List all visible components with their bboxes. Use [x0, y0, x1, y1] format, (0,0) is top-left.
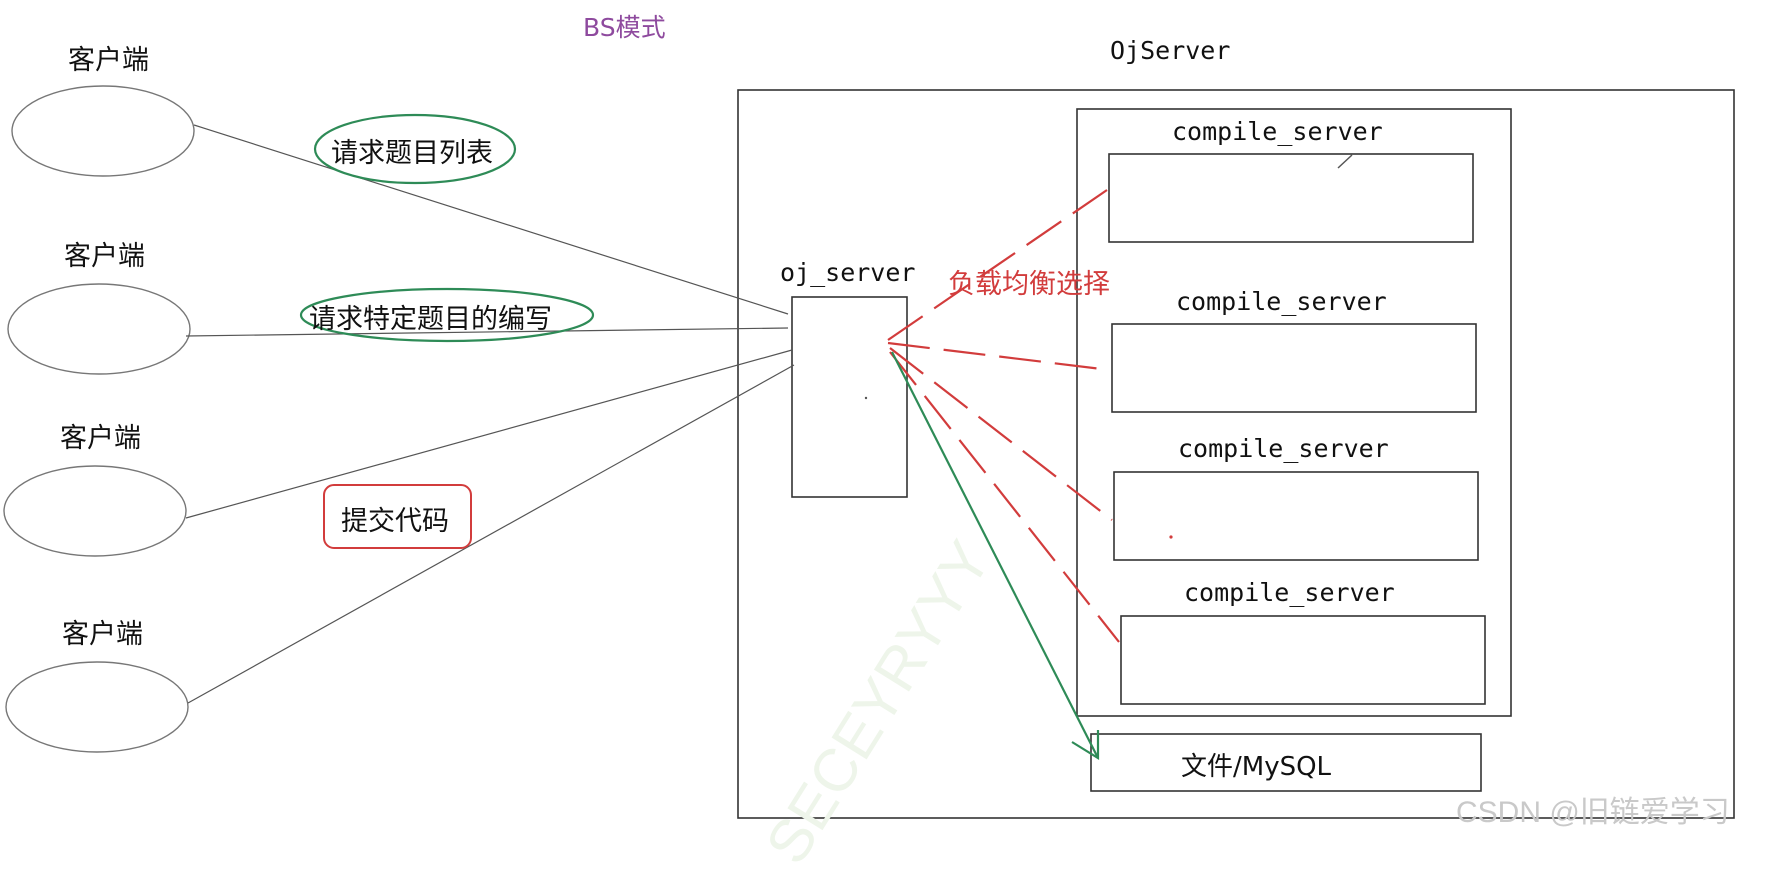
diagram-svg: [3, 85, 1735, 819]
storage-arrow-line: [891, 351, 1099, 759]
client-ellipse-4: [5, 661, 189, 753]
ojserver-box: [737, 89, 1735, 819]
oj-server-label: oj_server: [780, 258, 916, 287]
client-label-4: 客户端: [62, 619, 143, 650]
oj-server-box: [791, 296, 908, 498]
lb-link-3: [889, 347, 1113, 521]
client-link-3: [185, 349, 793, 519]
compile-server-box-2: [1111, 323, 1477, 413]
compile-server-label-3: compile_server: [1178, 434, 1389, 463]
client-ellipse-2: [7, 283, 191, 375]
dot-mark-2: [1169, 535, 1173, 539]
csdn-watermark: CSDN @旧链爱学习: [1456, 796, 1730, 829]
compile-server-label-2: compile_server: [1176, 287, 1387, 316]
compile-cluster-box: [1076, 108, 1512, 717]
lb-link-2: [887, 341, 1111, 372]
request-specific-ellipse: [299, 287, 595, 343]
server-title: OjServer: [1110, 36, 1231, 65]
client-label-1: 客户端: [68, 45, 149, 76]
lb-link-1: [887, 189, 1108, 341]
storage-box: [1090, 733, 1482, 792]
client-link-4: [187, 364, 795, 704]
submit-code-box: [323, 484, 472, 549]
compile-server-box-4: [1120, 615, 1486, 705]
compile-server-label-1: compile_server: [1172, 117, 1383, 146]
request-list-ellipse: [313, 113, 517, 185]
storage-label: 文件/MySQL: [1181, 752, 1332, 782]
request-list-label: 请求题目列表: [331, 138, 493, 169]
client-label-2: 客户端: [64, 241, 145, 272]
client-ellipse-1: [11, 85, 195, 177]
submit-code-label: 提交代码: [341, 506, 449, 537]
request-specific-label: 请求特定题目的编写: [309, 304, 552, 335]
client-link-1: [193, 124, 789, 315]
load-balance-label: 负载均衡选择: [948, 269, 1110, 300]
client-link-2: [185, 327, 789, 337]
compile-server-label-4: compile_server: [1184, 578, 1395, 607]
compile-server-box-3: [1113, 471, 1479, 561]
mode-title: BS模式: [583, 13, 666, 42]
lb-link-4: [889, 351, 1120, 643]
diagram-canvas: SECEYRYYY BS模式 OjServer 客户端 客户端 客户端 客户端 …: [3, 13, 1735, 875]
dot-mark-1: [864, 396, 868, 400]
pencil-mark: [1337, 154, 1353, 169]
client-ellipse-3: [3, 465, 187, 557]
storage-arrow-head: [1071, 730, 1100, 760]
compile-server-box-1: [1108, 153, 1474, 243]
client-label-3: 客户端: [60, 423, 141, 454]
